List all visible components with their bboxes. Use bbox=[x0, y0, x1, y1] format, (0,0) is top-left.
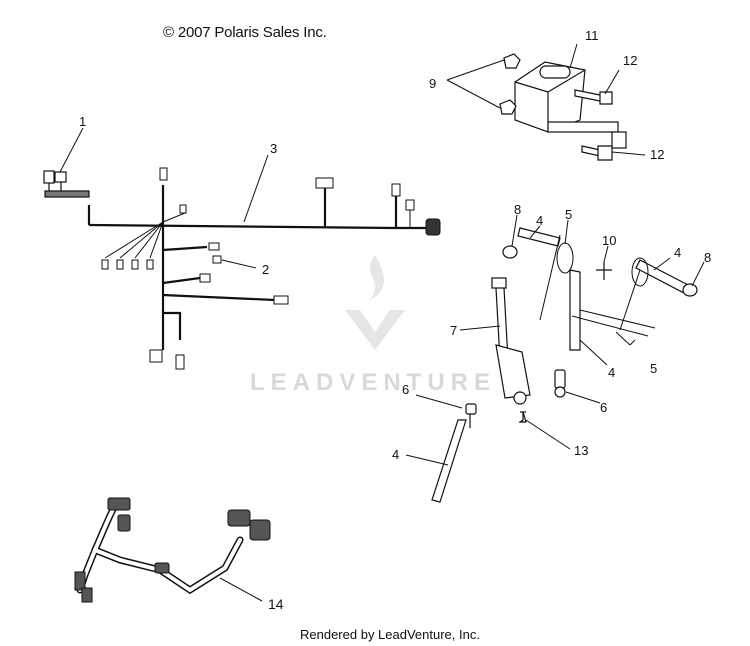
callout-7: 7 bbox=[450, 323, 458, 338]
part-3-connectors bbox=[101, 167, 441, 370]
part-5-straps bbox=[539, 234, 656, 337]
part-3-branches bbox=[104, 210, 411, 259]
part-12-bolts bbox=[574, 89, 613, 161]
leadventure-logo-watermark bbox=[345, 255, 405, 350]
callout-8-b: 8 bbox=[704, 250, 712, 265]
part-3-main-harness bbox=[87, 185, 432, 350]
callout-12-b: 12 bbox=[650, 147, 665, 162]
callout-4-b: 4 bbox=[674, 245, 682, 260]
callout-12-a: 12 bbox=[623, 53, 638, 68]
part-11-module bbox=[514, 61, 627, 149]
callout-6-a: 6 bbox=[402, 382, 410, 397]
part-1-bracket bbox=[43, 170, 90, 198]
callout-9: 9 bbox=[429, 76, 437, 91]
callout-10: 10 bbox=[602, 233, 617, 248]
callout-1: 1 bbox=[79, 114, 87, 129]
part-9-nuts bbox=[499, 53, 521, 115]
part-6-sensors bbox=[465, 369, 566, 428]
callout-2: 2 bbox=[262, 262, 270, 277]
part-7-sensor-assembly bbox=[491, 277, 531, 405]
part-14-connectors bbox=[74, 497, 271, 603]
callout-4-c: 4 bbox=[608, 365, 616, 380]
part-8-caps bbox=[502, 245, 698, 297]
part-10-clip bbox=[596, 262, 612, 280]
callout-6-b: 6 bbox=[600, 400, 608, 415]
watermark-text: LEADVENTURE bbox=[250, 369, 497, 396]
copyright-text: © 2007 Polaris Sales Inc. bbox=[163, 24, 327, 41]
rendered-by-text: Rendered by LeadVenture, Inc. bbox=[300, 627, 480, 642]
part-13-screw bbox=[518, 411, 527, 423]
callout-5-b: 5 bbox=[650, 361, 658, 376]
callout-5-a: 5 bbox=[565, 207, 573, 222]
callout-4-a: 4 bbox=[536, 213, 544, 228]
callout-13: 13 bbox=[574, 443, 589, 458]
callout-11: 11 bbox=[585, 28, 599, 43]
leader-lines bbox=[59, 43, 705, 602]
callout-14: 14 bbox=[268, 596, 284, 612]
callout-4-d: 4 bbox=[392, 447, 400, 462]
part-14-harness bbox=[76, 501, 244, 595]
callout-8-a: 8 bbox=[514, 202, 522, 217]
part-4-tubes bbox=[431, 227, 691, 503]
callout-3: 3 bbox=[270, 141, 278, 156]
